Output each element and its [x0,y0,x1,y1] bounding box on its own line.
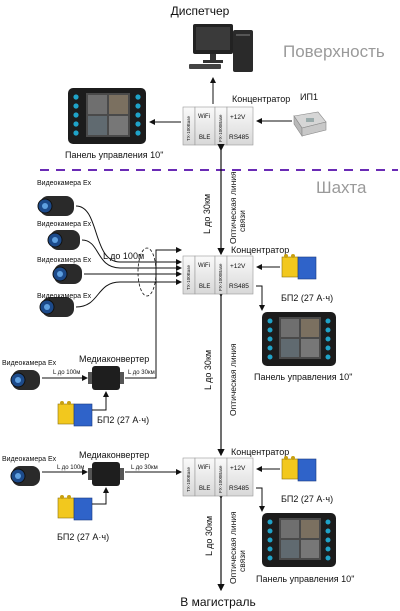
svg-text:+12V: +12V [230,114,246,121]
svg-text:BLE: BLE [199,284,210,290]
camera-4-cable [75,279,182,308]
camera-1 [37,196,74,216]
camera-6-cable-length: L до 100м [57,465,84,471]
concentrator-2: TX-100Base WiFi BLE FX-1000Base +12V RS4… [182,255,254,295]
trunk-3-type-line2: связи [237,550,247,572]
camera-5-label: Видеокамера Ex [2,360,57,367]
zone-mine-label: Шахта [316,178,367,197]
camera-6-label: Видеокамера Ex [2,456,57,463]
media-converter-2-label: Медиаконвертер [79,450,149,460]
svg-text:FX-1000Base: FX-1000Base [218,114,223,142]
control-panel-1-label: Панель управления 10" [65,150,163,160]
concentrator-3-label: Концентратор [231,447,289,457]
svg-text:TX-100Base: TX-100Base [186,466,191,492]
battery-3-icon [281,456,317,482]
control-panel-1 [68,88,146,144]
battery-3-label: БП2 (27 А·ч) [281,494,333,504]
battery-2-icon [281,254,317,280]
svg-text:WiFi: WiFi [198,465,210,471]
battery-mc2-link [92,487,109,505]
battery-mc1-link [92,391,109,411]
concentrator-1-label: Концентратор [232,94,290,104]
camera-1-cable [75,205,182,265]
svg-text:BLE: BLE [199,135,210,141]
dispatcher-computer-icon [189,24,253,72]
svg-text:RS485: RS485 [229,485,249,492]
dispatcher-title: Диспетчер [171,4,230,18]
camera-3 [52,264,82,284]
svg-text:TX-100Base: TX-100Base [186,264,191,290]
trunk-3-length: L до 30км [204,516,214,556]
media-converter-2-uplink-length: L до 30км [131,465,158,471]
trunk-2-type: Оптическая линия [228,343,238,416]
camera-2-label: Видеокамера Ex [37,221,92,228]
camera-4 [39,297,74,317]
battery-mc2-icon [57,495,93,521]
camera-1-label: Видеокамера Ex [37,180,92,187]
svg-text:WiFi: WiFi [198,114,210,120]
power-supply-label: ИП1 [300,92,318,102]
battery-mc1-label: БП2 (27 А·ч) [97,415,149,425]
control-panel-2 [262,312,336,366]
panel-link-3 [256,487,265,512]
camera-cable-length: L до 100м [103,251,144,261]
zone-surface-label: Поверхность [283,42,385,61]
battery-mc2-label: БП2 (27 А·ч) [57,532,109,542]
camera-2-cable [81,239,182,271]
control-panel-3-label: Панель управления 10" [256,574,354,584]
trunk-1-type-line1: Оптическая линия [228,171,238,244]
trunk-3-type-line1: Оптическая линия [228,511,238,584]
camera-2 [47,230,80,250]
battery-2-label: БП2 (27 А·ч) [281,293,333,303]
power-supply-icon [293,111,327,137]
svg-text:RS485: RS485 [229,283,249,290]
camera-5-cable-length: L до 100м [53,370,80,376]
svg-text:FX-1000Base: FX-1000Base [218,263,223,291]
camera-6 [10,466,40,486]
concentrator-2-label: Концентратор [231,245,289,255]
media-converter-1 [88,366,124,390]
concentrator-1: TX-100Base WiFi BLE FX-1000Base +12V RS4… [182,106,254,146]
camera-5 [10,370,40,390]
svg-text:RS485: RS485 [229,134,249,141]
trunk-1-length: L до 30км [202,194,212,234]
panel-link-2 [256,285,265,311]
media-converter-1-uplink-length: L до 30км [128,370,155,376]
svg-text:+12V: +12V [230,263,246,270]
trunk-1-type-line2: связи [237,210,247,232]
control-panel-3 [262,513,336,567]
svg-text:BLE: BLE [199,486,210,492]
svg-text:FX-1000Base: FX-1000Base [218,465,223,493]
svg-text:TX-100Base: TX-100Base [186,115,191,141]
media-converter-1-label: Медиаконвертер [79,354,149,364]
control-panel-2-label: Панель управления 10" [254,372,352,382]
camera-4-label: Видеокамера Ex [37,293,92,300]
svg-text:+12V: +12V [230,465,246,472]
concentrator-3: TX-100Base WiFi BLE FX-1000Base +12V RS4… [182,457,254,497]
trunk-title: В магистраль [180,595,255,609]
battery-mc1-icon [57,401,93,427]
svg-text:WiFi: WiFi [198,263,210,269]
media-converter-2 [88,462,124,486]
camera-3-label: Видеокамера Ex [37,257,92,264]
trunk-2-length: L до 30км [203,350,213,390]
